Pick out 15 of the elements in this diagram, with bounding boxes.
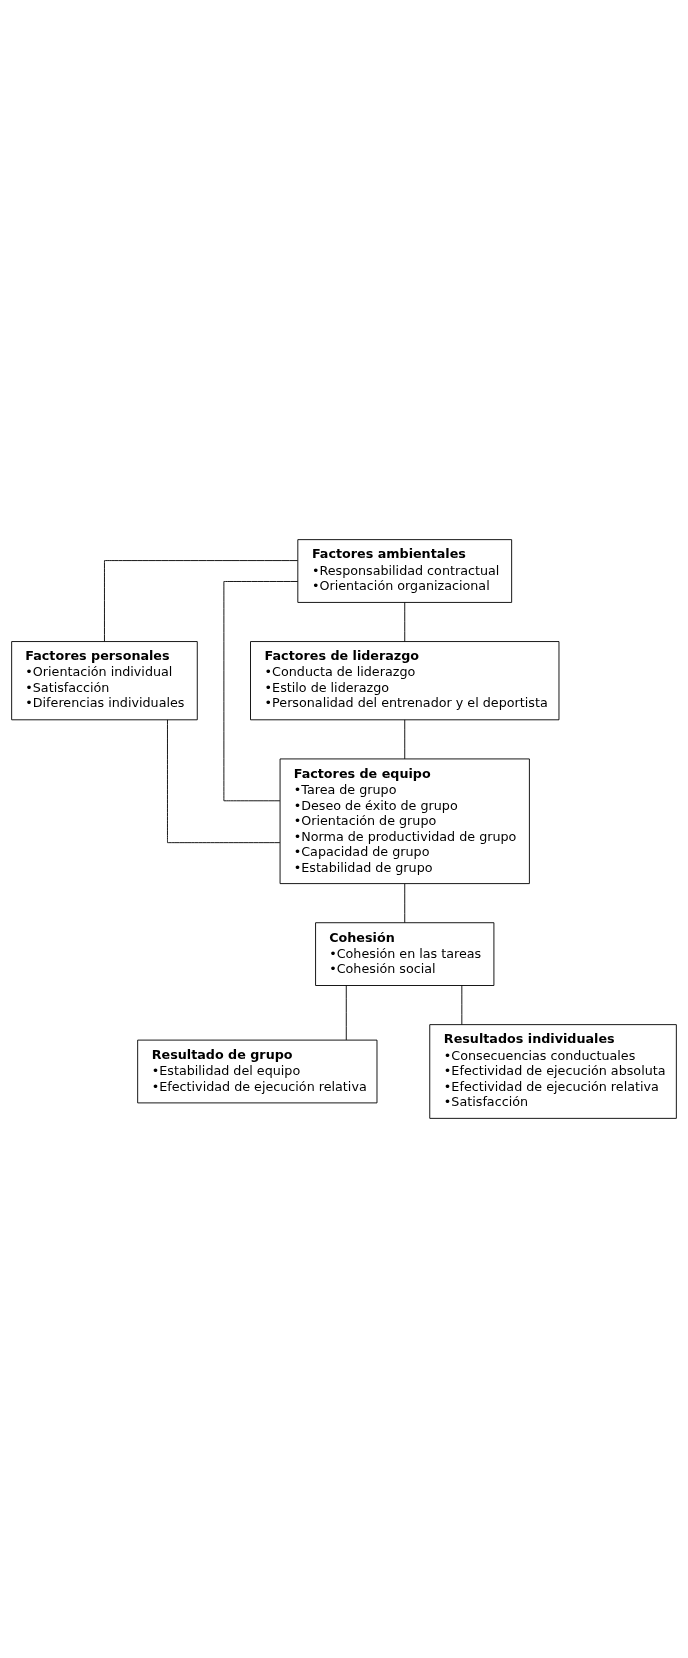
connector xyxy=(404,719,406,760)
node-box: Cohesión •Cohesión en las tareas •Cohesión social xyxy=(315,922,495,986)
connector xyxy=(404,883,406,924)
connector xyxy=(223,581,299,802)
connector xyxy=(461,985,463,1025)
connector xyxy=(167,719,281,844)
connector xyxy=(104,560,299,642)
node-box: Factores de liderazgo •Conducta de liderazgo •Estilo de liderazgo •Personalidad del entrenador y el deportista xyxy=(250,641,560,721)
node-box: Resultados individuales •Consecuencias conductuales •Efectividad de ejecución absoluta •Efectividad de ejecución relativa •Satisfacción xyxy=(429,1024,677,1119)
connector xyxy=(345,985,347,1041)
node-box: Resultado de grupo •Estabilidad del equipo •Efectividad de ejecución relativa xyxy=(137,1039,378,1104)
connector xyxy=(404,602,406,642)
node-box: Factores personales •Orientación individual •Satisfacción •Diferencias individuales xyxy=(11,641,198,721)
node-box: Factores ambientales •Responsabilidad contractual •Orientación organizacional xyxy=(297,539,513,603)
node-box: Factores de equipo •Tarea de grupo •Deseo de éxito de grupo •Orientación de grupo •Norma de productividad de grupo •Capacidad de grupo •Estabilidad de grupo xyxy=(279,758,530,885)
